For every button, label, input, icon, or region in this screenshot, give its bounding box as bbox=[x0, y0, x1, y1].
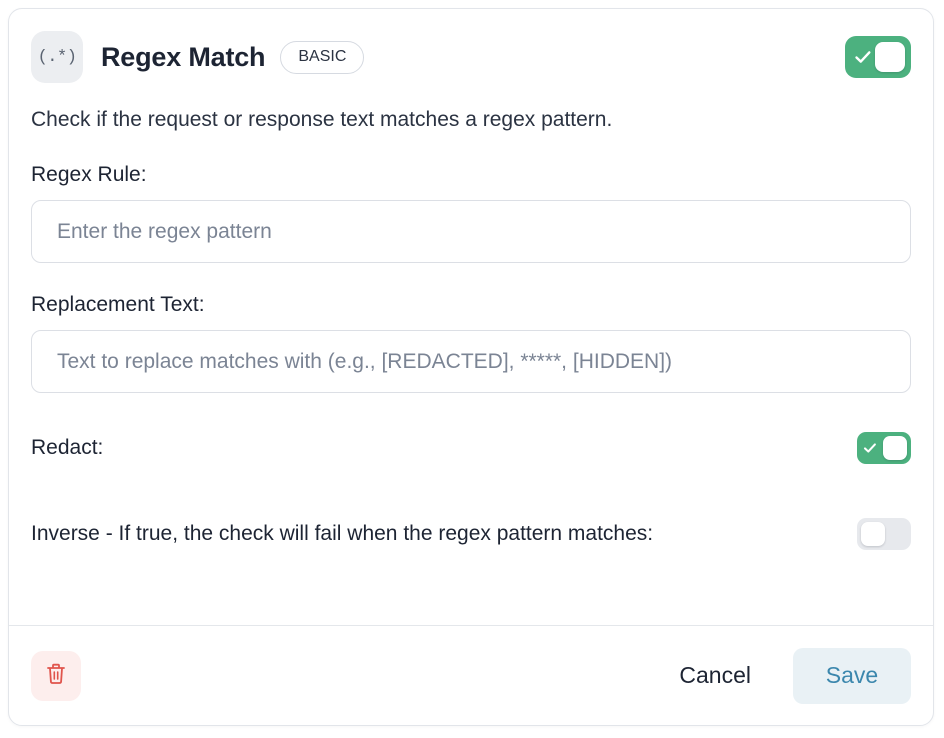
card-description: Check if the request or response text ma… bbox=[31, 108, 613, 131]
status-badge: BASIC bbox=[280, 40, 365, 74]
cancel-button[interactable]: Cancel bbox=[673, 652, 757, 699]
regex-rule-label: Regex Rule: bbox=[31, 163, 147, 187]
redact-label: Redact: bbox=[31, 436, 104, 460]
check-icon bbox=[854, 48, 872, 66]
regex-icon: (.*) bbox=[31, 31, 83, 83]
replacement-text-field: Replacement Text: bbox=[31, 293, 911, 394]
inverse-label: Inverse - If true, the check will fail w… bbox=[31, 522, 654, 546]
regex-rule-input[interactable] bbox=[31, 200, 911, 264]
card-body: (.*) Regex Match BASIC Check if the requ… bbox=[9, 9, 933, 625]
page-title: Regex Match bbox=[101, 41, 266, 72]
replacement-text-input[interactable] bbox=[31, 330, 911, 394]
redact-row: Redact: bbox=[31, 427, 911, 469]
delete-button[interactable] bbox=[31, 650, 81, 701]
inverse-toggle[interactable] bbox=[857, 518, 911, 551]
trash-icon bbox=[45, 662, 67, 689]
regex-match-card: (.*) Regex Match BASIC Check if the requ… bbox=[8, 8, 934, 726]
check-icon bbox=[863, 441, 877, 455]
redact-toggle[interactable] bbox=[857, 432, 911, 465]
save-button[interactable]: Save bbox=[793, 647, 911, 704]
card-footer: Cancel Save bbox=[9, 625, 933, 725]
regex-icon-glyph: (.*) bbox=[37, 47, 77, 67]
replacement-text-label: Replacement Text: bbox=[31, 293, 205, 317]
toggle-knob bbox=[883, 436, 907, 461]
card-header: (.*) Regex Match BASIC bbox=[31, 31, 911, 83]
toggle-knob bbox=[861, 522, 885, 547]
regex-rule-field: Regex Rule: bbox=[31, 163, 911, 264]
inverse-row: Inverse - If true, the check will fail w… bbox=[31, 513, 911, 555]
enable-rule-toggle[interactable] bbox=[845, 36, 911, 78]
toggle-knob bbox=[875, 42, 905, 72]
